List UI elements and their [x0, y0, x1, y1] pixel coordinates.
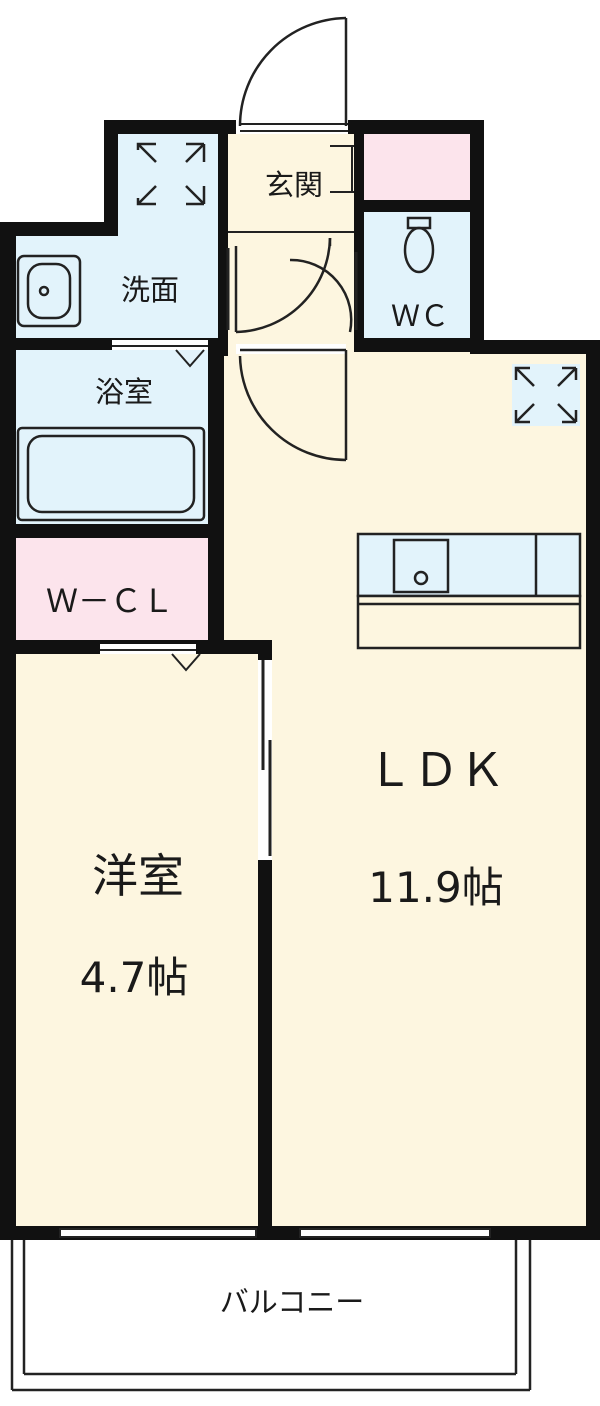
vent-icon: [136, 142, 206, 206]
wcl-floor: [12, 526, 222, 650]
sliding-door: [258, 660, 272, 860]
entrance-floor: [222, 130, 362, 344]
balcony-label: バルコニー: [220, 1285, 364, 1319]
wc-label: ＷＣ: [391, 299, 449, 333]
youshitsu-floor: [12, 650, 270, 1228]
ldk-size: 11.9帖: [368, 863, 504, 912]
balcony: [10, 1232, 532, 1392]
ldk-label: ＬＤＫ: [367, 743, 505, 797]
washbasin: [16, 254, 82, 328]
senmen-floor: [12, 130, 222, 344]
walls: [0, 120, 600, 1240]
bathtub-icon: [16, 426, 206, 522]
youshitsu-size: 4.7帖: [80, 953, 189, 1002]
inner-door: [234, 237, 353, 334]
yokushitsu-label: 浴室: [95, 375, 153, 409]
shoe-storage: [362, 130, 476, 206]
ldk-vent-icon: [512, 364, 580, 426]
kitchen-counter: [356, 532, 582, 650]
genkan-label: 玄関: [265, 168, 323, 202]
ldk-door: [236, 344, 348, 462]
windows: [59, 1228, 491, 1238]
wcl-label: Ｗ－ＣＬ: [46, 582, 174, 620]
front-door: [238, 16, 348, 127]
senmen-label: 洗面: [121, 273, 179, 307]
youshitsu-label: 洋室: [92, 849, 184, 903]
ldk-floor: [222, 342, 586, 1228]
toilet-icon: [403, 216, 435, 274]
